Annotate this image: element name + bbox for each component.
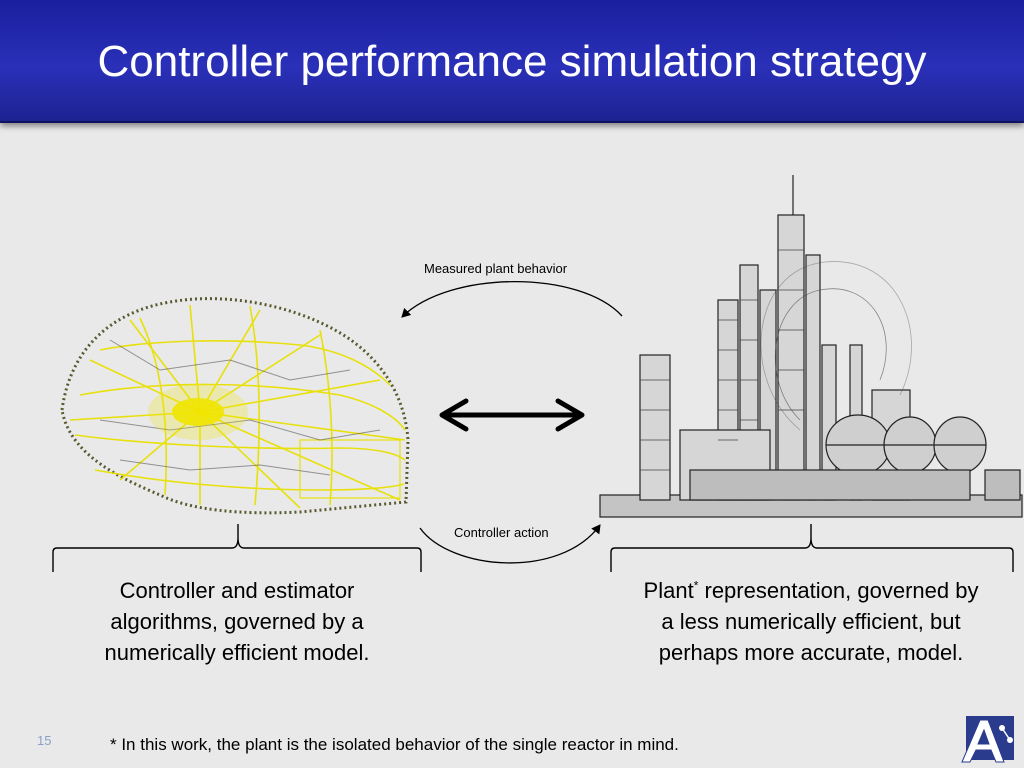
a-logo-icon	[961, 716, 1014, 763]
plant-caption-line: a less numerically efficient, but	[661, 609, 961, 634]
controller-action-arrow	[419, 524, 601, 564]
plant-caption-line: Plant* representation, governed by	[606, 575, 1016, 606]
title-bar: Controller performance simulation strate…	[0, 0, 1024, 123]
slide-title: Controller performance simulation strate…	[97, 37, 927, 86]
double-arrow-icon	[439, 398, 585, 432]
plant-caption: Plant* representation, governed by a les…	[606, 575, 1016, 668]
controller-caption-line: algorithms, governed by a	[110, 609, 364, 634]
controller-caption-line: numerically efficient model.	[104, 640, 370, 665]
slide-number: 15	[37, 733, 52, 748]
neural-network-brain-image	[60, 297, 410, 515]
right-brace	[610, 524, 1014, 572]
plant-caption-text: representation, governed by	[698, 578, 979, 603]
measured-plant-behavior-label: Measured plant behavior	[424, 261, 568, 276]
footnote-marker: *	[693, 578, 699, 593]
left-brace	[52, 524, 422, 572]
plant-caption-line: perhaps more accurate, model.	[658, 640, 964, 665]
controller-caption-line: Controller and estimator	[119, 578, 355, 603]
plant-word: Plant	[643, 578, 694, 603]
industrial-plant-image	[599, 175, 1023, 518]
controller-action-label: Controller action	[454, 525, 549, 540]
controller-caption: Controller and estimator algorithms, gov…	[62, 575, 412, 668]
measured-behavior-arrow	[401, 281, 623, 318]
footnote: * In this work, the plant is the isolate…	[110, 735, 679, 754]
